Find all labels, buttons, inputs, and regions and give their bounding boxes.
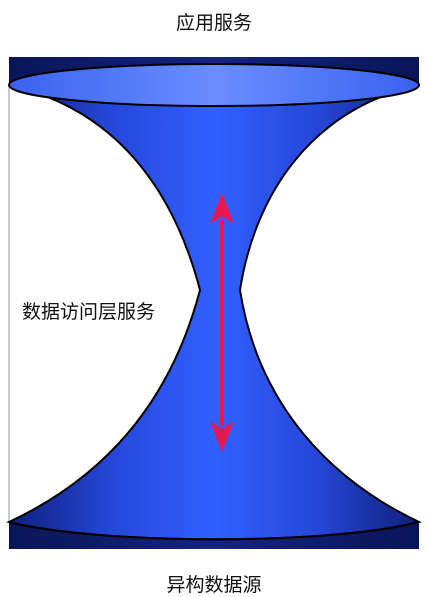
right-whitespace [240, 85, 419, 522]
middle-label: 数据访问层服务 [22, 301, 156, 323]
left-whitespace [9, 85, 200, 522]
top-label: 应用服务 [175, 12, 252, 34]
double-arrow-icon [210, 193, 234, 452]
bottom-rim [8, 521, 420, 541]
bottom-label: 异构数据源 [166, 574, 262, 596]
top-ellipse [8, 63, 420, 107]
